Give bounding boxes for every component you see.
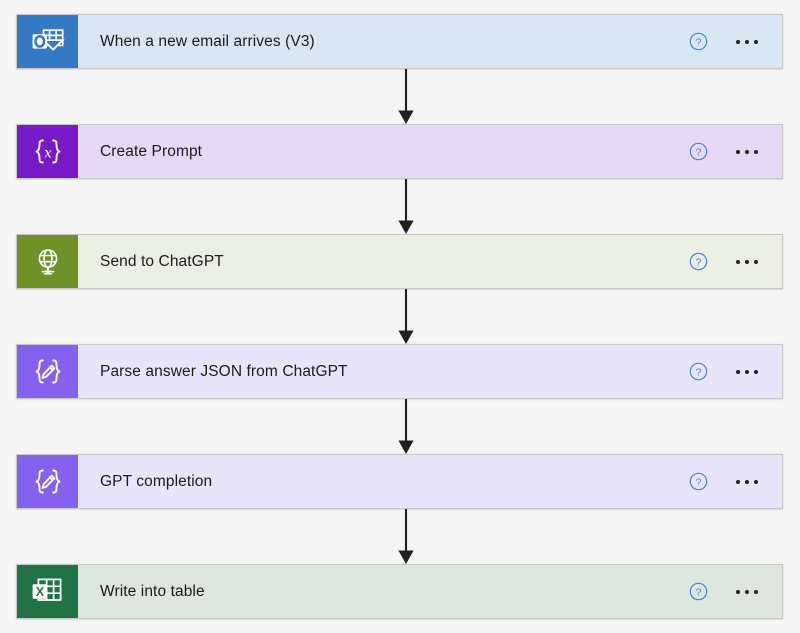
svg-text:x: x	[44, 145, 52, 161]
svg-text:?: ?	[696, 587, 702, 598]
flow-step-body[interactable]: Create Prompt?	[78, 125, 782, 178]
svg-text:?: ?	[696, 477, 702, 488]
svg-text:?: ?	[696, 257, 702, 268]
globe-icon	[17, 235, 78, 288]
flow-step-body[interactable]: Write into table?	[78, 565, 782, 618]
variable-braces-icon: x	[17, 125, 78, 178]
flow-step-actions: ?	[689, 472, 782, 491]
flow-step-actions: ?	[689, 362, 782, 381]
flow-step-card[interactable]: Send to ChatGPT?	[16, 234, 783, 289]
flow-connector-arrow	[395, 509, 417, 564]
more-commands-icon[interactable]	[734, 144, 760, 160]
svg-text:?: ?	[696, 367, 702, 378]
svg-text:?: ?	[696, 147, 702, 158]
flow-step-title: When a new email arrives (V3)	[100, 32, 315, 50]
flow-connector-arrow	[395, 399, 417, 454]
flow-step-body[interactable]: Parse answer JSON from ChatGPT?	[78, 345, 782, 398]
flow-step-card[interactable]: When a new email arrives (V3)?	[16, 14, 783, 69]
svg-text:X: X	[36, 585, 45, 599]
flow-step-actions: ?	[689, 252, 782, 271]
flow-connector-arrow	[395, 69, 417, 124]
flow-step-card[interactable]: GPT completion?	[16, 454, 783, 509]
flow-step-title: Send to ChatGPT	[100, 252, 224, 270]
flow-step-card[interactable]: x Create Prompt?	[16, 124, 783, 179]
flow-step-card[interactable]: Parse answer JSON from ChatGPT?	[16, 344, 783, 399]
flow-step-actions: ?	[689, 32, 782, 51]
outlook-icon	[17, 15, 78, 68]
flow-step-title: Write into table	[100, 582, 205, 600]
flow-step-title: Parse answer JSON from ChatGPT	[100, 362, 348, 380]
help-icon[interactable]: ?	[689, 362, 708, 381]
flow-step-title: GPT completion	[100, 472, 213, 490]
flow-step-body[interactable]: GPT completion?	[78, 455, 782, 508]
flow-step-card[interactable]: X Write into table?	[16, 564, 783, 619]
flow-step-title: Create Prompt	[100, 142, 203, 160]
svg-text:?: ?	[696, 37, 702, 48]
more-commands-icon[interactable]	[734, 34, 760, 50]
compose-braces-icon	[17, 345, 78, 398]
help-icon[interactable]: ?	[689, 142, 708, 161]
more-commands-icon[interactable]	[734, 254, 760, 270]
excel-icon: X	[17, 565, 78, 618]
help-icon[interactable]: ?	[689, 582, 708, 601]
more-commands-icon[interactable]	[734, 474, 760, 490]
flow-step-body[interactable]: When a new email arrives (V3)?	[78, 15, 782, 68]
flow-connector-arrow	[395, 179, 417, 234]
help-icon[interactable]: ?	[689, 472, 708, 491]
help-icon[interactable]: ?	[689, 252, 708, 271]
flow-step-actions: ?	[689, 582, 782, 601]
more-commands-icon[interactable]	[734, 584, 760, 600]
help-icon[interactable]: ?	[689, 32, 708, 51]
flow-step-actions: ?	[689, 142, 782, 161]
compose-braces-icon	[17, 455, 78, 508]
flow-connector-arrow	[395, 289, 417, 344]
more-commands-icon[interactable]	[734, 364, 760, 380]
flow-step-body[interactable]: Send to ChatGPT?	[78, 235, 782, 288]
